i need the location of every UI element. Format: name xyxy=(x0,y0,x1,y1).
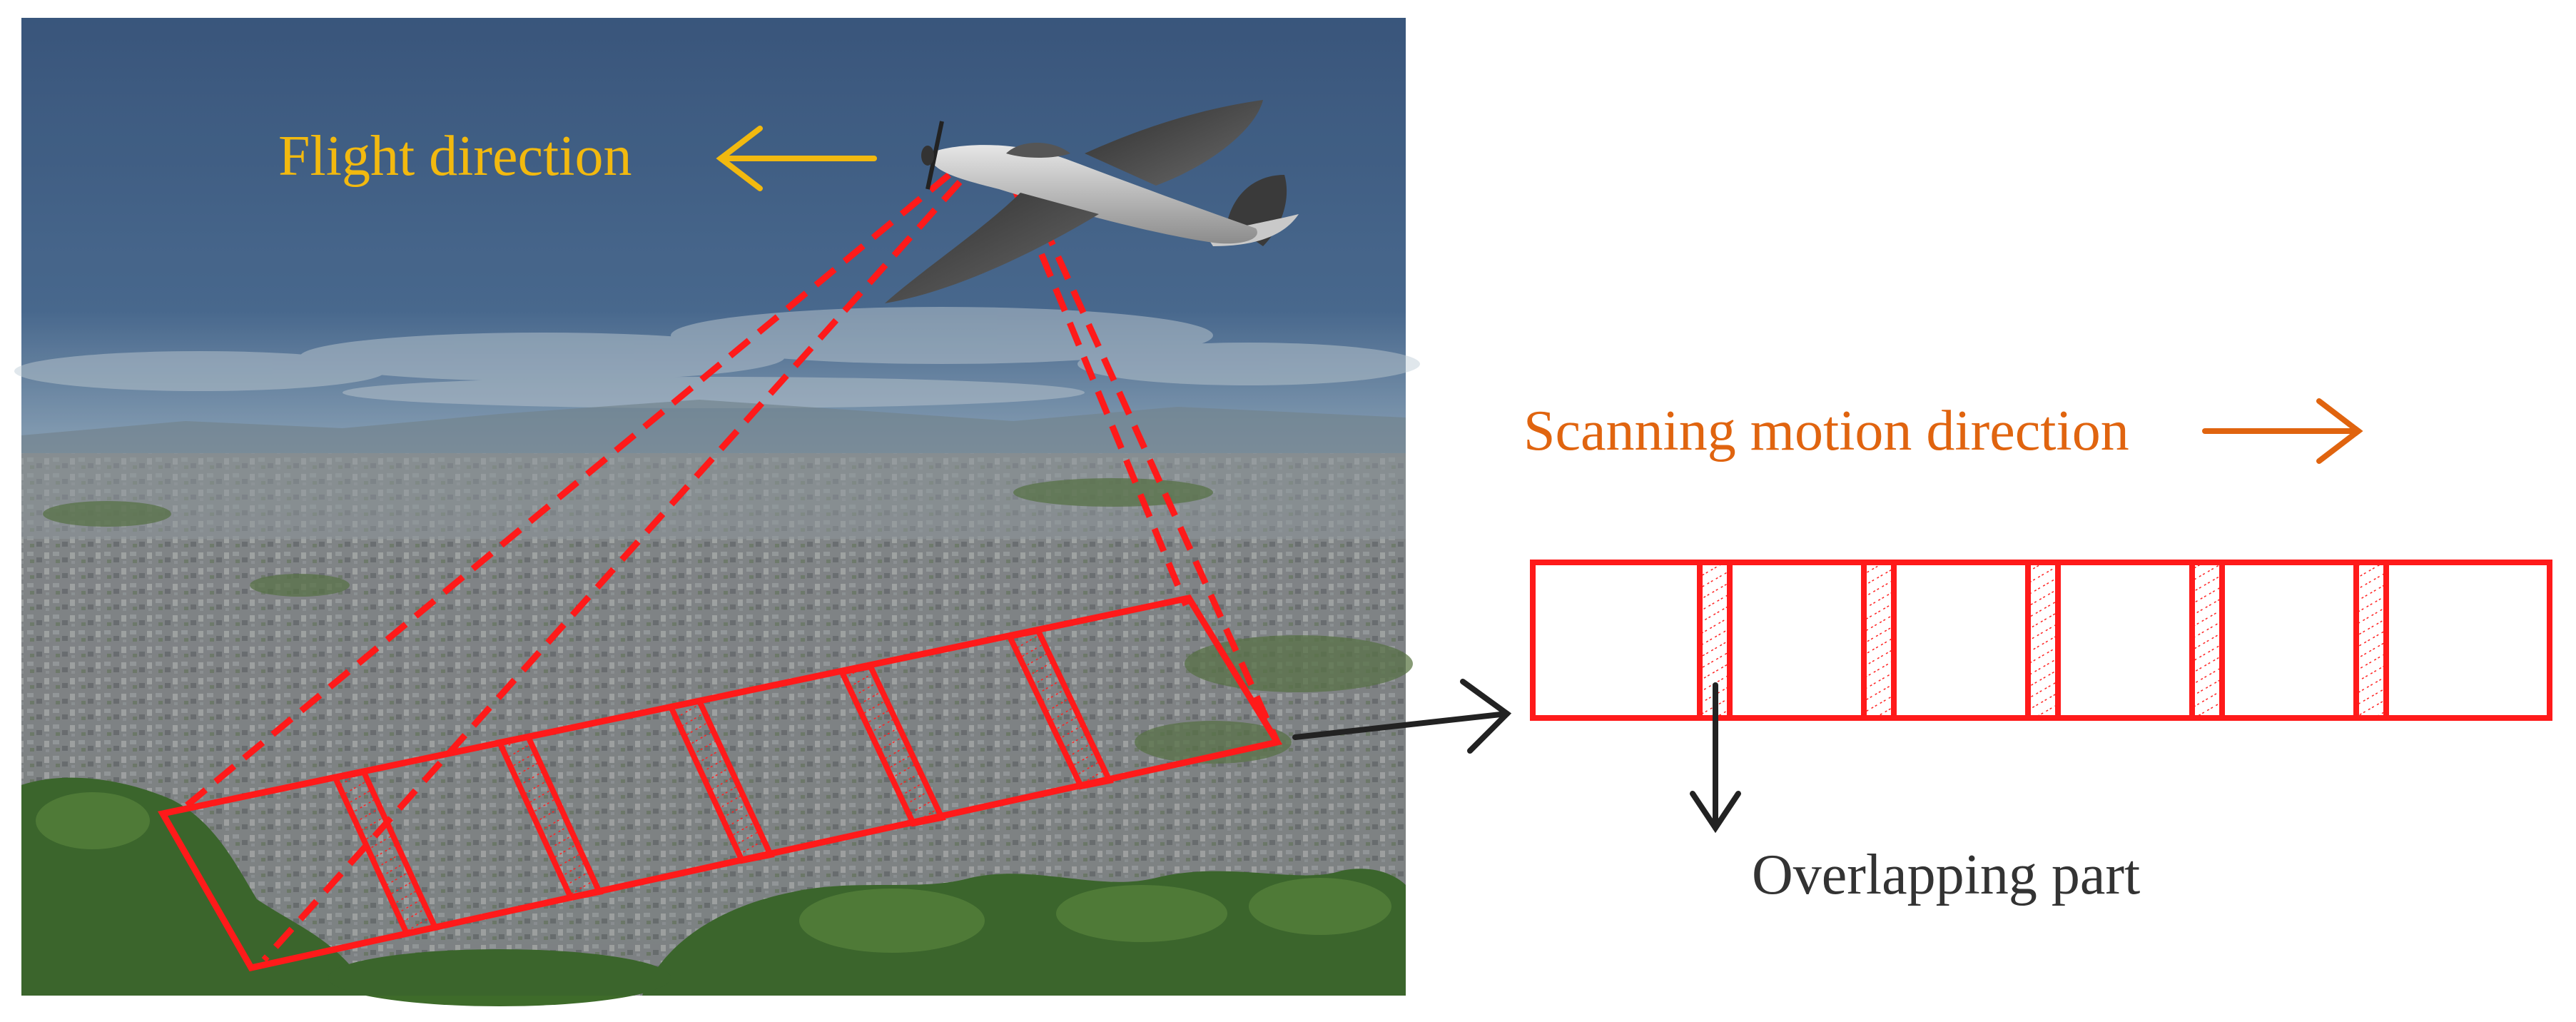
footprint-overlap-bands xyxy=(331,627,1114,937)
flight-direction-label: Flight direction xyxy=(278,125,632,188)
pointer-arrow-icon xyxy=(1292,679,1512,754)
overlap-region xyxy=(1861,560,1897,721)
strip-overlap-regions xyxy=(1697,560,2389,721)
arrow-left-icon xyxy=(716,126,877,191)
scanning-direction-label: Scanning motion direction xyxy=(1523,400,2129,462)
distant-mountains xyxy=(21,400,1406,457)
overlapping-part-label: Overlapping part xyxy=(1752,844,2140,906)
overlap-region xyxy=(2189,560,2225,721)
sight-lines xyxy=(183,172,1281,963)
ground-scan-footprint xyxy=(158,172,1283,972)
arrow-down-icon xyxy=(1690,682,1741,834)
aerial-photo xyxy=(14,18,1420,1006)
scan-strip xyxy=(1530,560,2552,721)
overlap-region xyxy=(2353,560,2389,721)
overlap-region xyxy=(2025,560,2061,721)
airplane-icon xyxy=(885,100,1299,303)
arrow-right-icon xyxy=(2202,398,2363,464)
clouds xyxy=(14,307,1420,408)
